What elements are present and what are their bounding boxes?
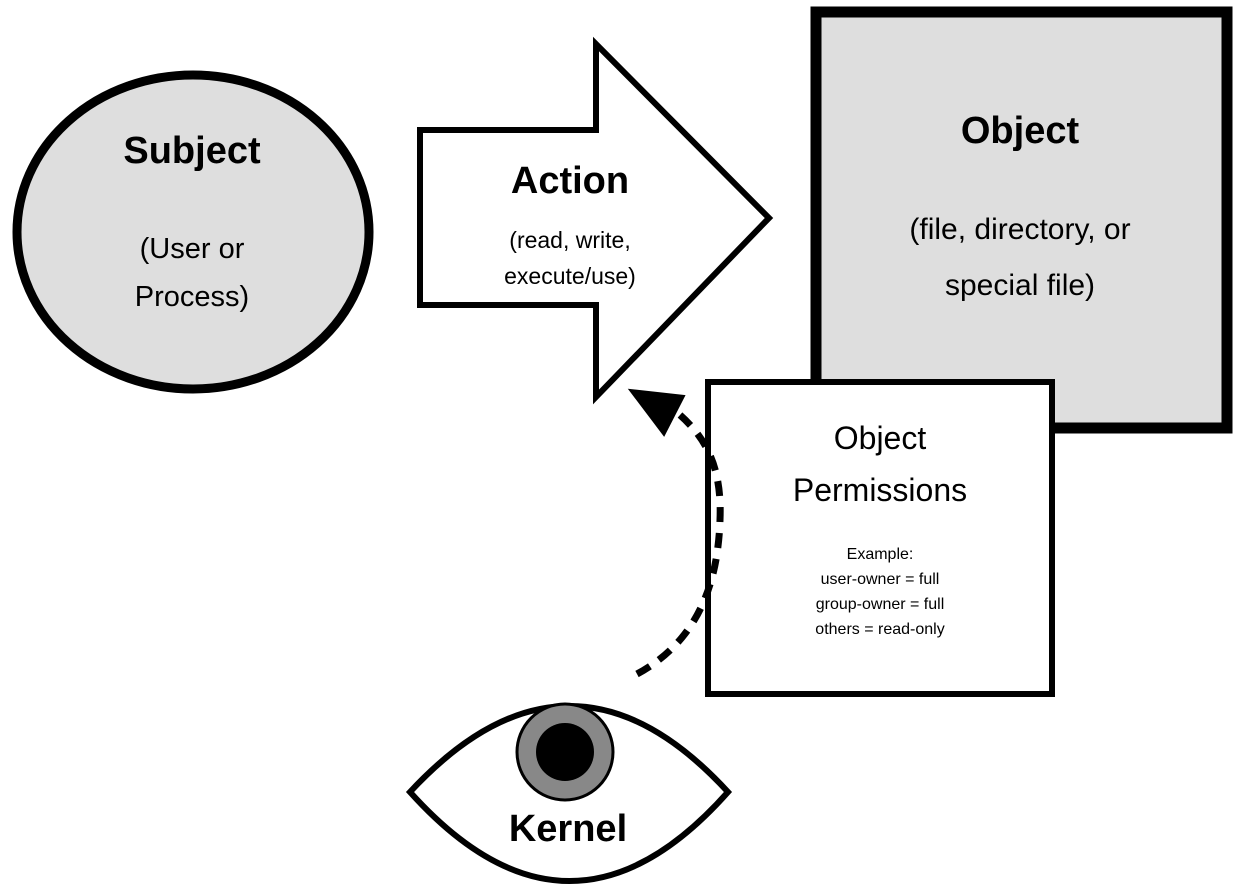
action-description-line-2: execute/use) [504,263,636,289]
permissions-entry: others = read-only [815,621,945,638]
permissions-example-label: Example: [846,546,914,563]
kernel-label: Kernel [508,808,628,850]
action-description-line-1: (read, write, [509,227,631,253]
action-arrow [417,36,774,405]
kernel-eye-pupil [536,723,594,781]
permissions-entry: group-owner = full [815,596,945,613]
permissions-example: Example: user-owner = full group-owner =… [708,542,1052,642]
permissions-title-line-2: Permissions [792,472,968,508]
kernel-inspection-dashed-arrow [635,412,724,678]
object-description-line-2: special file) [944,269,1096,302]
action-description: (read, write, execute/use) [440,222,700,294]
object-box [810,6,1233,434]
subject-title: Subject [123,130,261,172]
permissions-title: Object Permissions [708,412,1052,516]
subject-circle [12,70,374,394]
subject-description-line-1: (User or [139,233,245,265]
subject-description: (User or Process) [12,225,372,321]
object-title: Object [960,110,1080,152]
permissions-title-line-1: Object [833,420,927,456]
dashed-arrow-head [627,388,686,437]
subject-description-line-2: Process) [134,281,250,313]
object-permissions-box [705,379,1055,697]
permissions-entry: user-owner = full [820,571,940,588]
object-description-line-1: (file, directory, or [909,213,1131,246]
object-description: (file, directory, or special file) [820,202,1220,314]
action-title: Action [510,160,630,202]
